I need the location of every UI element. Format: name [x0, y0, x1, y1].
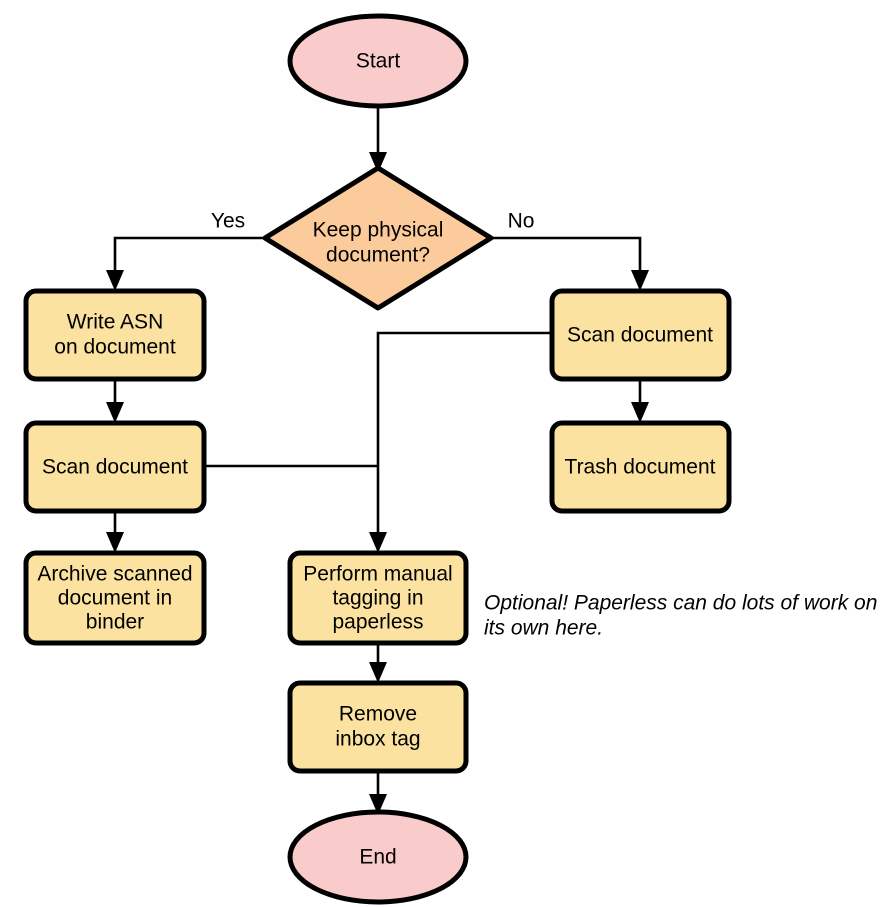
edge-manual-tagging-to-remove-inbox — [369, 643, 387, 683]
edge-start-to-decision — [369, 103, 387, 173]
arrowhead-icon — [106, 402, 124, 423]
node-archive-label-line1: Archive scanned — [37, 563, 192, 586]
edge-remove-inbox-to-end — [369, 771, 387, 815]
node-remove-inbox-label-line2: inbox tag — [335, 728, 420, 751]
node-manual-tagging-label-line2: tagging in — [332, 587, 423, 610]
manual-tagging-box-shape — [287, 550, 469, 646]
node-decision-label-line2: document? — [326, 244, 430, 267]
node-write-asn-label-line1: Write ASN — [67, 311, 163, 334]
node-scan-document-right[interactable]: Scan document — [549, 288, 732, 382]
remove-inbox-tag-box-shape — [287, 680, 469, 774]
scan-document-left-box-shape — [23, 420, 207, 514]
edge-write-asn-to-scan-left — [106, 379, 124, 423]
node-remove-inbox-label-line1: Remove — [339, 703, 417, 726]
node-trash-document-label: Trash document — [565, 456, 716, 479]
decision-diamond-shape — [262, 165, 494, 311]
arrowhead-icon — [369, 662, 387, 683]
node-write-asn-label-line2: on document — [54, 336, 176, 359]
node-write-asn-on-document[interactable]: Write ASN on document — [23, 288, 207, 382]
edge-label-yes: Yes — [211, 210, 245, 233]
edge-scan-right-to-trash — [631, 379, 649, 423]
edge-decision-no-to-scan-right — [491, 236, 649, 291]
node-remove-inbox-tag[interactable]: Remove inbox tag — [287, 680, 469, 774]
node-trash-document[interactable]: Trash document — [549, 420, 732, 514]
node-end[interactable]: End — [287, 809, 469, 905]
node-scan-document-left[interactable]: Scan document — [23, 420, 207, 514]
edge-scan-right-to-manual-tagging — [369, 331, 552, 553]
archive-box-shape — [23, 550, 207, 646]
node-scan-document-right-label: Scan document — [567, 324, 713, 347]
arrowhead-icon — [369, 794, 387, 815]
optional-note-line1: Optional! Paperless can do lots of work … — [484, 592, 877, 615]
node-manual-tagging-label-line3: paperless — [332, 611, 423, 634]
node-decision-label-line1: Keep physical — [313, 219, 444, 242]
node-decision-keep-physical-document[interactable]: Keep physical document? — [262, 165, 494, 311]
node-start-label: Start — [356, 50, 401, 73]
edge-decision-yes-to-write-asn — [106, 236, 265, 291]
arrowhead-icon — [631, 270, 649, 291]
arrowhead-icon — [631, 402, 649, 423]
node-perform-manual-tagging[interactable]: Perform manual tagging in paperless — [287, 550, 469, 646]
arrowhead-icon — [369, 152, 387, 173]
optional-note-line2: its own here. — [484, 617, 603, 640]
trash-document-box-shape — [549, 420, 732, 514]
node-archive-label-line3: binder — [86, 611, 144, 634]
end-ellipse-shape — [287, 809, 469, 905]
arrowhead-icon — [106, 532, 124, 553]
scan-document-right-box-shape — [549, 288, 732, 382]
arrowhead-icon — [369, 532, 387, 553]
start-ellipse-shape — [287, 13, 469, 109]
arrowhead-icon — [106, 270, 124, 291]
edge-scan-left-to-archive — [106, 511, 124, 553]
node-archive-label-line2: document in — [58, 587, 172, 610]
edge-label-no: No — [508, 210, 535, 233]
annotation-optional-note: Optional! Paperless can do lots of work … — [484, 592, 877, 640]
node-archive-scanned-document[interactable]: Archive scanned document in binder — [23, 550, 207, 646]
node-scan-document-left-label: Scan document — [42, 456, 188, 479]
node-start[interactable]: Start — [287, 13, 469, 109]
node-end-label: End — [359, 846, 396, 869]
write-asn-box-shape — [23, 288, 207, 382]
node-manual-tagging-label-line1: Perform manual — [303, 563, 452, 586]
